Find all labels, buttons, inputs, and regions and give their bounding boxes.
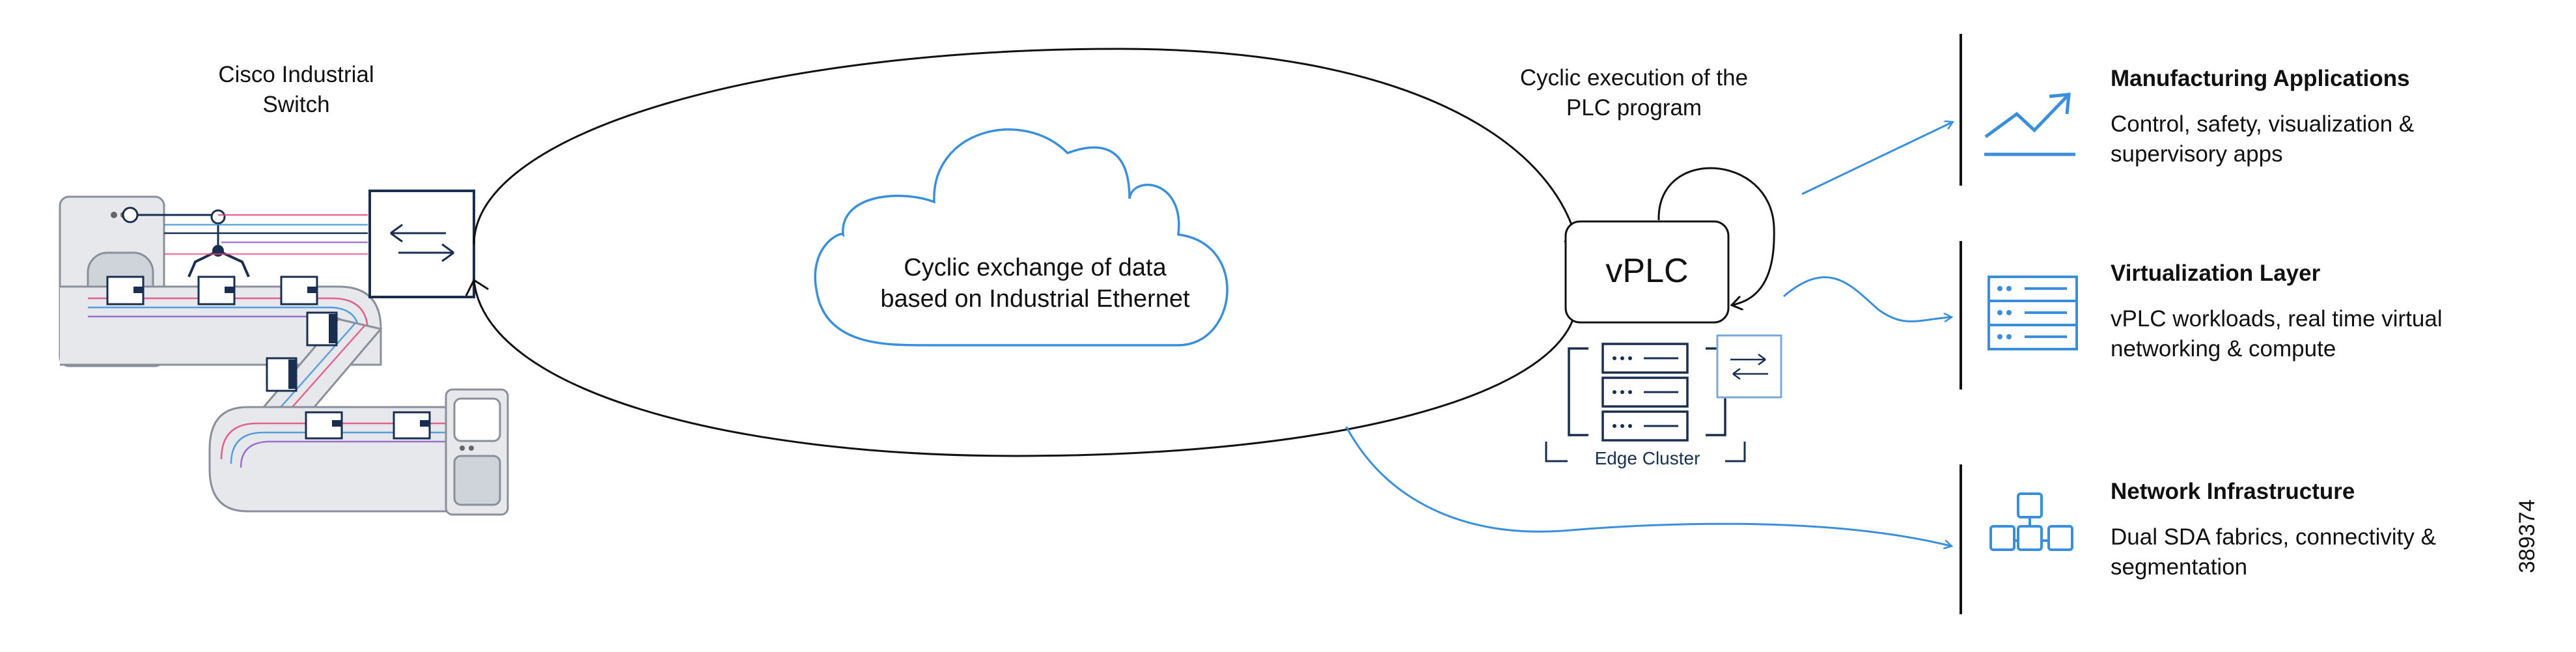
arrow-to-applications	[1801, 122, 1952, 195]
switch-label-line2: Switch	[262, 91, 330, 117]
layer-desc-line1: vPLC workloads, real time virtual	[2111, 305, 2443, 332]
factory-conveyor-illustration	[59, 195, 509, 516]
layer-title: Network Infrastructure	[2111, 479, 2355, 504]
figure-id: 389374	[2515, 499, 2540, 573]
cloud-label-line2: based on Industrial Ethernet	[880, 285, 1190, 313]
network-topology-icon	[1989, 492, 2073, 551]
layer-network: Network Infrastructure Dual SDA fabrics,…	[2111, 477, 2475, 582]
cyclic-label-line1: Cyclic execution of the	[1519, 65, 1749, 91]
arrow-to-network	[1345, 426, 1950, 546]
vplc-box	[1564, 220, 1730, 324]
server-stack-icon	[1987, 276, 2078, 350]
cyclic-execution-label: Cyclic execution of the PLC program	[1458, 63, 1810, 122]
layer-desc-line2: networking & compute	[2111, 335, 2336, 361]
layer-virtualization: Virtualization Layer vPLC workloads, rea…	[2111, 259, 2475, 364]
switch-label: Cisco Industrial Switch	[195, 60, 397, 119]
edge-switch-icon	[1716, 334, 1782, 399]
cyclic-label-line2: PLC program	[1566, 94, 1702, 120]
layer-title: Virtualization Layer	[2111, 261, 2321, 286]
cloud-label: Cyclic exchange of data based on Industr…	[833, 253, 1237, 315]
layer-desc-line2: segmentation	[2111, 554, 2248, 580]
edge-cluster-server-icon	[1545, 343, 1746, 462]
trend-chart-icon	[1984, 92, 2075, 156]
cloud-shape	[814, 128, 1228, 347]
layer-desc-line1: Dual SDA fabrics, connectivity &	[2111, 524, 2436, 550]
layer-desc-line1: Control, safety, visualization &	[2111, 111, 2415, 137]
plc-cycle-arrow	[1657, 167, 1775, 305]
industrial-switch-icon	[368, 190, 475, 298]
layer-title: Manufacturing Applications	[2111, 66, 2410, 91]
layer-desc-line2: supervisory apps	[2111, 141, 2283, 167]
edge-cluster-label: Edge Cluster	[1594, 448, 1700, 468]
vplc-label: vPLC	[1605, 252, 1689, 290]
arrow-to-virtualization	[1783, 276, 1950, 322]
switch-label-line1: Cisco Industrial	[218, 62, 374, 87]
layer-applications: Manufacturing Applications Control, safe…	[2111, 64, 2462, 169]
cloud-label-line1: Cyclic exchange of data	[904, 254, 1167, 281]
